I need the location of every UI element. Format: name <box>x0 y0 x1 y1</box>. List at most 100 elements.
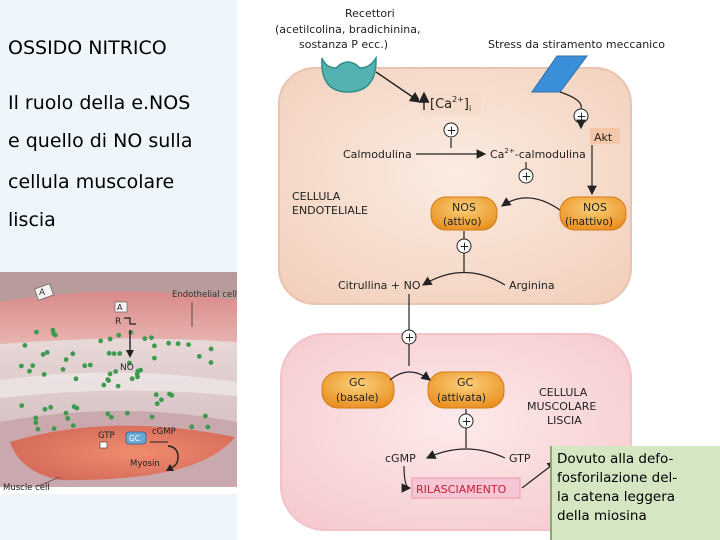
ca-calmodulin-label: Ca2+-calmodulina <box>490 147 586 161</box>
note-line-1: Dovuto alla defo- <box>557 451 674 467</box>
no-molecule-dot <box>105 411 111 417</box>
no-molecule-dot <box>63 357 69 362</box>
arrow-arginine-to-no <box>421 271 506 286</box>
endothelial-cell-label-2: ENDOTELIALE <box>292 204 368 217</box>
plus-calmodulin: + <box>518 168 534 184</box>
receptors-line-2: (acetilcolina, bradichinina, <box>275 23 420 36</box>
endothelial-cell-shape <box>0 291 237 344</box>
no-molecule-dot <box>175 341 181 347</box>
plus-no: + <box>401 329 417 345</box>
no-molecule-dot <box>107 336 113 342</box>
no-molecule-dot <box>70 351 76 357</box>
no-molecule-dot <box>34 329 39 335</box>
no-molecule-dot <box>44 350 50 355</box>
akt-label: Akt <box>594 131 613 144</box>
nos-inactive-state: (inattivo) <box>565 216 613 228</box>
no-molecule-dot <box>108 414 114 420</box>
gc-enzyme: GC <box>125 431 147 445</box>
no-molecule-dot <box>51 331 57 337</box>
no-molecule-dot <box>42 406 48 412</box>
smooth-cell-label-2: MUSCOLARE <box>527 400 596 413</box>
title-line-3: e quello di NO sulla <box>8 130 193 152</box>
label-a: A <box>117 303 123 312</box>
no-molecule-dot <box>126 360 132 366</box>
receptors-line-3: sostanza P ecc.) <box>299 38 388 51</box>
no-molecule-dot <box>65 416 71 421</box>
arrow-stretch-to-plus <box>559 91 582 110</box>
no-molecule-dot <box>51 426 57 431</box>
no-molecule-dot <box>138 367 144 373</box>
title-line-2: Il ruolo della e.NOS <box>8 92 191 114</box>
label-no-photo: NO <box>120 363 134 373</box>
no-molecule-dot <box>116 332 122 338</box>
no-pathway-diagram: Recettori (acetilcolina, bradichinina, s… <box>275 7 665 531</box>
photo-bottom-border <box>0 487 237 494</box>
svg-text:+: + <box>577 110 587 124</box>
svg-text:+: + <box>462 415 472 429</box>
nos-active-label: NOS <box>452 201 476 214</box>
nos-active-state: (attivo) <box>443 216 481 228</box>
no-molecule-dot <box>167 391 172 397</box>
no-molecule-dot <box>135 374 140 380</box>
label-cgmp-photo: cGMP <box>152 427 176 437</box>
svg-text:+: + <box>460 240 470 254</box>
plus-nos: + <box>456 238 472 254</box>
no-molecule-dot <box>186 342 192 347</box>
note-line-3: la catena leggera <box>557 489 676 505</box>
no-molecule-dot <box>142 336 148 341</box>
relaxation-label: RILASCIAMENTO <box>416 483 507 496</box>
citrulline-no-label: Citrullina + NO <box>338 279 421 292</box>
title-line-5: liscia <box>8 209 56 231</box>
calmodulin-label: Calmodulina <box>343 148 412 161</box>
no-molecule-dot <box>208 346 214 352</box>
receptors-title: Recettori <box>345 7 395 20</box>
arrow-gc-activation <box>389 371 431 381</box>
no-molecule-dot <box>106 350 112 356</box>
no-molecule-dot <box>19 363 24 369</box>
akt-box <box>590 128 620 144</box>
myosin-arrow <box>167 445 179 469</box>
arrow-nos-activation <box>501 197 561 211</box>
no-molecule-dot <box>153 392 159 398</box>
arrow-receptor-to-ca <box>375 71 422 103</box>
plus-gc: + <box>458 413 474 429</box>
no-molecules <box>19 327 214 432</box>
myosin-note-box: Dovuto alla defo- fosforilazione del- la… <box>550 446 720 540</box>
no-molecule-dot <box>159 397 164 403</box>
title-line-1: OSSIDO NITRICO <box>8 37 167 59</box>
nos-inactive-label: NOS <box>583 201 607 214</box>
no-molecule-dot <box>40 352 46 357</box>
no-molecule-dot <box>111 351 117 356</box>
receptor-icon <box>321 55 377 93</box>
no-molecule-dot <box>35 426 41 432</box>
no-molecule-dot <box>105 377 111 382</box>
label-a-top: A <box>39 288 46 298</box>
no-molecule-dot <box>203 413 208 419</box>
no-molecule-dot <box>48 404 54 410</box>
endothelial-cell-label-1: CELLULA <box>292 190 341 203</box>
no-molecule-dot <box>113 369 118 374</box>
no-molecule-dot <box>70 423 76 428</box>
no-molecule-dot <box>205 424 211 430</box>
gc-basal-state: (basale) <box>336 392 379 404</box>
note-line-2: fosforilazione del- <box>557 470 678 486</box>
no-molecule-dot <box>125 410 130 416</box>
no-molecule-dot <box>196 354 202 359</box>
no-molecule-dot <box>166 340 172 346</box>
no-molecule-dot <box>41 372 47 377</box>
label-gtp-photo: GTP <box>98 431 115 441</box>
no-molecule-dot <box>60 367 66 372</box>
no-molecule-dot <box>98 338 104 344</box>
no-molecule-dot <box>152 355 157 361</box>
no-molecule-dot <box>50 327 56 333</box>
gc-basal-label: GC <box>349 376 366 389</box>
gtp-label: GTP <box>509 452 531 465</box>
smooth-cell-label-3: LISCIA <box>547 414 582 427</box>
no-molecule-dot <box>73 376 79 382</box>
svg-text:+: + <box>447 124 457 138</box>
label-myosin: Myosin <box>130 459 160 469</box>
nos-active-box <box>430 196 498 231</box>
svg-text:+: + <box>405 331 415 345</box>
stretch-label: Stress da stiramento meccanico <box>488 38 665 51</box>
no-molecule-dot <box>115 383 121 389</box>
